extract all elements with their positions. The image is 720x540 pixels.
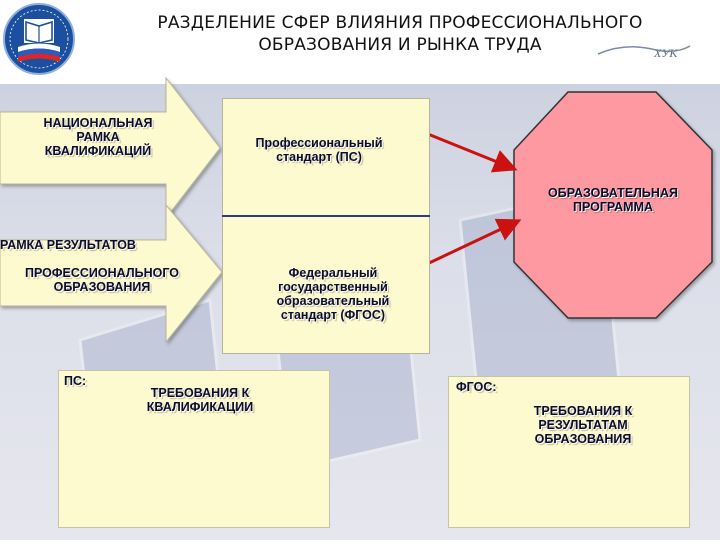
fgos-line-1: Федеральный bbox=[288, 266, 378, 280]
fgos-line-3: образовательный bbox=[276, 294, 390, 308]
title-line-2: ОБРАЗОВАНИЯ И РЫНКА ТРУДА bbox=[258, 35, 542, 55]
ps-line-2: стандарт (ПС) bbox=[276, 150, 362, 164]
fgos-line-2: государственный bbox=[278, 280, 388, 294]
nqf-line-3: КВАЛИФИКАЦИЙ bbox=[44, 144, 152, 158]
nqf-line-1: НАЦИОНАЛЬНАЯ bbox=[43, 116, 153, 130]
ps-requirements-text: ТРЕБОВАНИЯ К КВАЛИФИКАЦИИ bbox=[110, 386, 290, 414]
fgos-req-line-1: ТРЕБОВАНИЯ К bbox=[533, 404, 633, 418]
ps-requirements-title: ПС: bbox=[64, 374, 87, 388]
ps-requirements-box bbox=[58, 370, 330, 528]
octagon-line-1: ОБРАЗОВАТЕЛЬНАЯ bbox=[548, 186, 678, 200]
octagon-label: ОБРАЗОВАТЕЛЬНАЯ ПРОГРАММА bbox=[514, 186, 712, 214]
fgos-line-4: стандарт (ФГОС) bbox=[280, 308, 386, 322]
vet-line-1: ПРОФЕССИОНАЛЬНОГО bbox=[24, 266, 179, 280]
brand-mark-text: ХУК bbox=[653, 46, 678, 60]
vet-label: ПРОФЕССИОНАЛЬНОГО ОБРАЗОВАНИЯ bbox=[2, 266, 202, 294]
standards-divider bbox=[222, 215, 430, 217]
standards-panel bbox=[222, 98, 430, 354]
ps-line-1: Профессиональный bbox=[255, 136, 383, 150]
fgos-req-line-3: ОБРАЗОВАНИЯ bbox=[534, 432, 632, 446]
fgos-req-line-2: РЕЗУЛЬТАТАМ bbox=[538, 418, 628, 432]
ps-req-line-2: КВАЛИФИКАЦИИ bbox=[146, 400, 254, 414]
ps-req-line-1: ТРЕБОВАНИЯ К bbox=[150, 386, 250, 400]
logo-emblem bbox=[3, 3, 75, 75]
fgos-requirements-title: ФГОС: bbox=[456, 380, 497, 394]
fgos-requirements-text: ТРЕБОВАНИЯ К РЕЗУЛЬТАТАМ ОБРАЗОВАНИЯ bbox=[470, 404, 696, 446]
fgos-requirements-box bbox=[448, 376, 690, 528]
brand-mark: ХУК bbox=[597, 45, 691, 60]
title-line-1: РАЗДЕЛЕНИЕ СФЕР ВЛИЯНИЯ ПРОФЕССИОНАЛЬНОГ… bbox=[157, 13, 643, 33]
slide-title: РАЗДЕЛЕНИЕ СФЕР ВЛИЯНИЯ ПРОФЕССИОНАЛЬНОГ… bbox=[100, 12, 700, 56]
fgos-label: Федеральный государственный образователь… bbox=[238, 266, 428, 322]
ps-label: Профессиональный стандарт (ПС) bbox=[224, 136, 414, 164]
nqf-label: НАЦИОНАЛЬНАЯ РАМКА КВАЛИФИКАЦИЙ bbox=[18, 116, 178, 158]
vet-title-label: РАМКА РЕЗУЛЬТАТОВ bbox=[0, 238, 136, 252]
nqf-line-2: РАМКА bbox=[76, 130, 120, 144]
vet-line-2: ОБРАЗОВАНИЯ bbox=[53, 280, 151, 294]
octagon-line-2: ПРОГРАММА bbox=[572, 200, 654, 214]
